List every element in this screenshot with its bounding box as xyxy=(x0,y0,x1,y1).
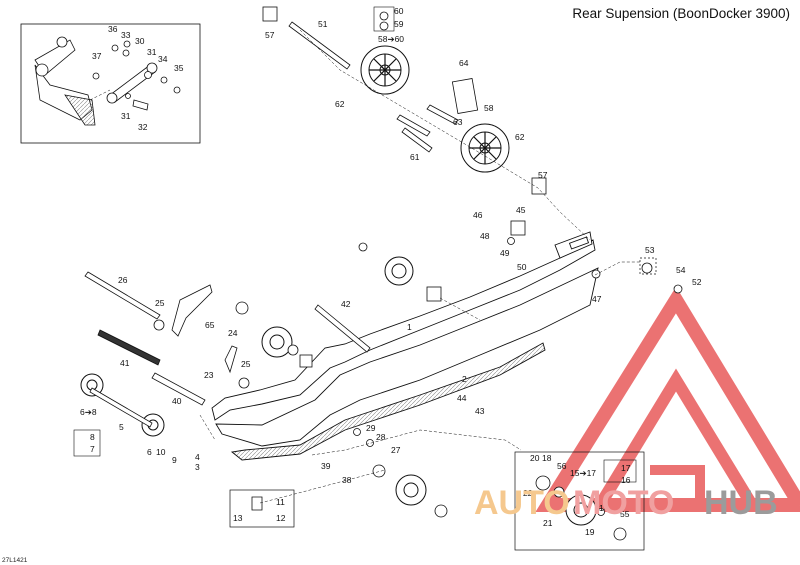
label-11: 11 xyxy=(276,497,285,507)
label-29: 29 xyxy=(366,423,376,433)
label-22: 22 xyxy=(523,488,533,498)
label-6: 6 xyxy=(147,447,152,457)
label-2: 2 xyxy=(462,374,467,384)
label-23: 23 xyxy=(204,370,214,380)
label-44: 44 xyxy=(457,393,467,403)
wheel-upper-right xyxy=(460,123,510,173)
part-59-60-box xyxy=(373,6,395,32)
label-63: 63 xyxy=(453,117,463,127)
watermark-auto: AUTO xyxy=(474,484,570,522)
label-39: 39 xyxy=(321,461,331,471)
callout-labels: 1 2 3 4 5 6➔8 6 7 8 9 10 11 12 13 14 15➔… xyxy=(80,6,702,537)
watermark-moto: MOTO xyxy=(573,484,674,522)
label-25b: 25 xyxy=(241,359,251,369)
label-27: 27 xyxy=(391,445,401,455)
small-hardware xyxy=(153,6,683,541)
inset-frame xyxy=(20,23,201,144)
label-61: 61 xyxy=(410,152,420,162)
label-3: 3 xyxy=(195,462,200,472)
watermark-text: AUTO MOTO HUB xyxy=(474,484,778,522)
inset-arm-assembly xyxy=(34,36,181,126)
label-50: 50 xyxy=(517,262,527,272)
label-31b: 31 xyxy=(121,111,131,121)
watermark-hub: HUB xyxy=(704,484,778,522)
label-33: 33 xyxy=(121,30,131,40)
label-49: 49 xyxy=(500,248,510,258)
label-36: 36 xyxy=(108,24,118,34)
label-12: 12 xyxy=(276,513,286,523)
reference-code: 27L1421 xyxy=(2,557,28,564)
label-30: 30 xyxy=(135,36,145,46)
label-42: 42 xyxy=(341,299,351,309)
label-10: 10 xyxy=(156,447,166,457)
label-34: 34 xyxy=(158,54,168,64)
label-31a: 31 xyxy=(147,47,157,57)
label-43: 43 xyxy=(475,406,485,416)
detail-frame-small xyxy=(229,489,295,528)
label-17: 17 xyxy=(621,463,631,473)
label-41: 41 xyxy=(120,358,130,368)
label-62b: 62 xyxy=(515,132,525,142)
label-64: 64 xyxy=(459,58,469,68)
label-8: 8 xyxy=(90,432,95,442)
label-58: 58 xyxy=(484,103,494,113)
label-18: 18 xyxy=(542,453,552,463)
label-35: 35 xyxy=(174,63,184,73)
label-5: 5 xyxy=(119,422,124,432)
label-32: 32 xyxy=(138,122,148,132)
main-rail-assembly xyxy=(211,231,599,461)
label-16: 16 xyxy=(621,475,631,485)
part-53-outline xyxy=(639,257,657,275)
label-58-60: 58➔60 xyxy=(378,34,404,44)
label-38: 38 xyxy=(342,475,352,485)
label-14: 14 xyxy=(599,503,609,513)
label-52: 52 xyxy=(692,277,702,287)
label-65: 65 xyxy=(205,320,215,330)
label-55: 55 xyxy=(620,509,630,519)
label-57b: 57 xyxy=(538,170,548,180)
label-26: 26 xyxy=(118,275,128,285)
label-47: 47 xyxy=(592,294,602,304)
label-25a: 25 xyxy=(155,298,165,308)
label-28: 28 xyxy=(376,432,386,442)
label-57a: 57 xyxy=(265,30,275,40)
label-4: 4 xyxy=(195,452,200,462)
detail-frame xyxy=(514,451,645,551)
label-48: 48 xyxy=(480,231,490,241)
label-62a: 62 xyxy=(335,99,345,109)
label-51: 51 xyxy=(318,19,328,29)
label-56: 56 xyxy=(557,461,567,471)
wheel-mid xyxy=(80,256,597,526)
label-1: 1 xyxy=(407,322,412,332)
label-7: 7 xyxy=(90,444,95,454)
label-15-17: 15➔17 xyxy=(570,468,596,478)
label-45: 45 xyxy=(516,205,526,215)
label-19: 19 xyxy=(585,527,595,537)
diagram-title: Rear Supension (BoonDocker 3900) xyxy=(572,6,790,21)
label-53: 53 xyxy=(645,245,655,255)
label-24: 24 xyxy=(228,328,238,338)
part-7-8-box xyxy=(73,429,101,457)
shafts xyxy=(84,21,479,428)
leader-lines xyxy=(89,29,640,504)
label-9: 9 xyxy=(172,455,177,465)
label-21: 21 xyxy=(543,518,553,528)
label-40: 40 xyxy=(172,396,182,406)
label-59: 59 xyxy=(394,19,404,29)
label-20: 20 xyxy=(530,453,540,463)
label-13: 13 xyxy=(233,513,243,523)
label-46: 46 xyxy=(473,210,483,220)
wheel-upper-left xyxy=(360,45,410,95)
label-37: 37 xyxy=(92,51,102,61)
label-6-8: 6➔8 xyxy=(80,407,97,417)
watermark-logo xyxy=(535,286,800,512)
part-16-17-box xyxy=(603,459,637,483)
label-54: 54 xyxy=(676,265,686,275)
label-60: 60 xyxy=(394,6,404,16)
